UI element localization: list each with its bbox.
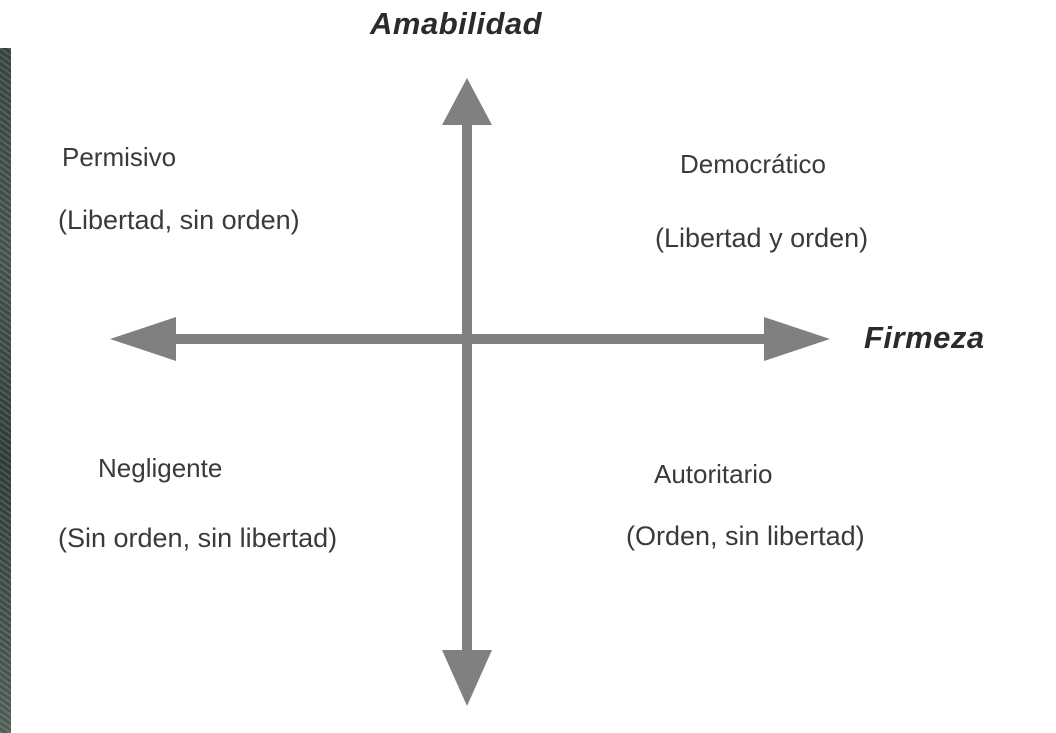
vertical-axis-title: Amabilidad (370, 6, 543, 41)
arrow-up-icon (442, 78, 492, 125)
horizontal-axis-title: Firmeza (864, 320, 985, 355)
arrow-right-icon (764, 317, 830, 361)
background-image-edge (0, 48, 11, 733)
quadrant-negligente-subtitle: (Sin orden, sin libertad) (58, 523, 338, 553)
quadrant-permisivo-subtitle: (Libertad, sin orden) (58, 205, 300, 235)
quadrant-autoritario-title: Autoritario (654, 459, 773, 489)
quadrant-negligente-title: Negligente (98, 453, 223, 483)
quadrant-autoritario-subtitle: (Orden, sin libertad) (626, 521, 865, 551)
arrow-down-icon (442, 650, 492, 706)
quadrant-permisivo-title: Permisivo (62, 142, 177, 172)
arrow-left-icon (110, 317, 176, 361)
quadrant-democratico-title: Democrático (680, 149, 826, 179)
quadrant-democratico-subtitle: (Libertad y orden) (655, 223, 869, 253)
